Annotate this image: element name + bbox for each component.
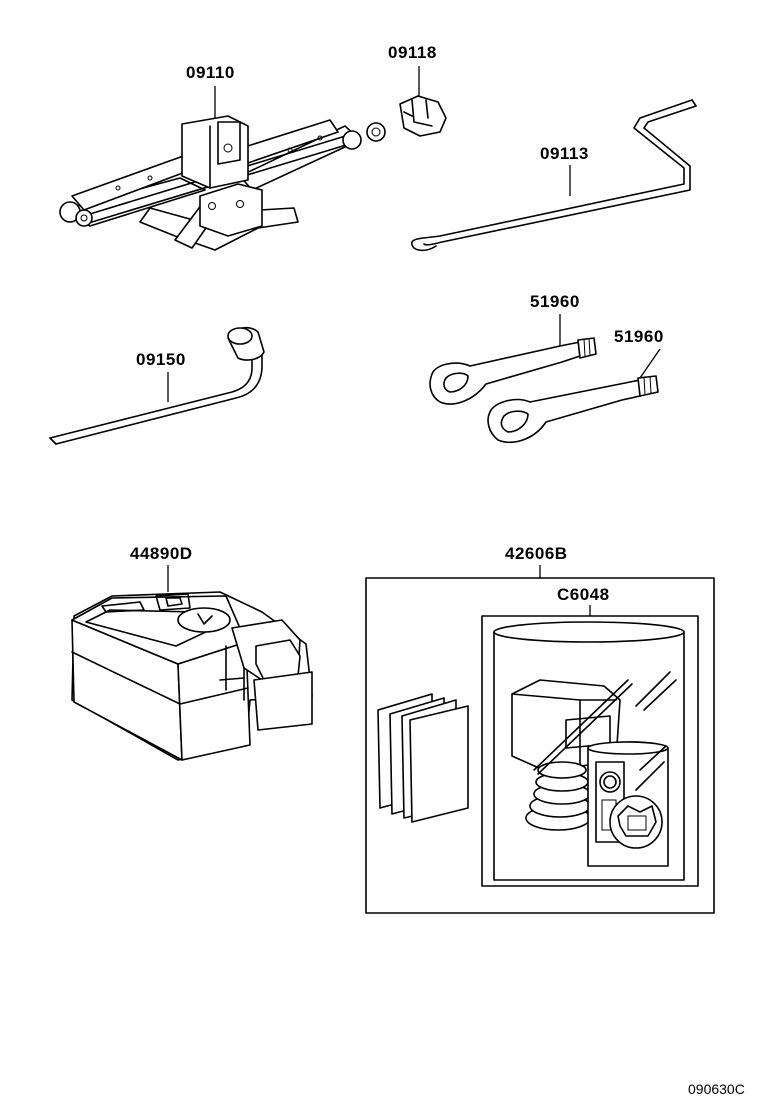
- tire-repair-kit-drawing: [365, 565, 715, 914]
- towing-eye-1-drawing: [429, 314, 597, 405]
- part-number-42606b: 42606B: [505, 544, 568, 563]
- towing-eye-2-drawing: [487, 348, 661, 444]
- part-number-51960-a: 51960: [530, 292, 580, 311]
- tool-case-drawing: [71, 565, 313, 761]
- part-number-09110: 09110: [186, 63, 235, 82]
- jack-handle-drawing: [411, 99, 697, 252]
- jack-drawing: [59, 86, 386, 251]
- part-number-09150: 09150: [136, 350, 186, 369]
- part-number-44890d: 44890D: [130, 544, 193, 563]
- part-number-c6048: C6048: [557, 585, 610, 604]
- part-number-09118: 09118: [388, 43, 437, 62]
- part-number-09113: 09113: [540, 144, 589, 163]
- part-number-51960-b: 51960: [614, 327, 664, 346]
- jack-handle-adapter-drawing: [399, 66, 447, 137]
- wheel-nut-wrench-drawing: [49, 326, 265, 445]
- diagram-code: 090630C: [688, 1081, 745, 1097]
